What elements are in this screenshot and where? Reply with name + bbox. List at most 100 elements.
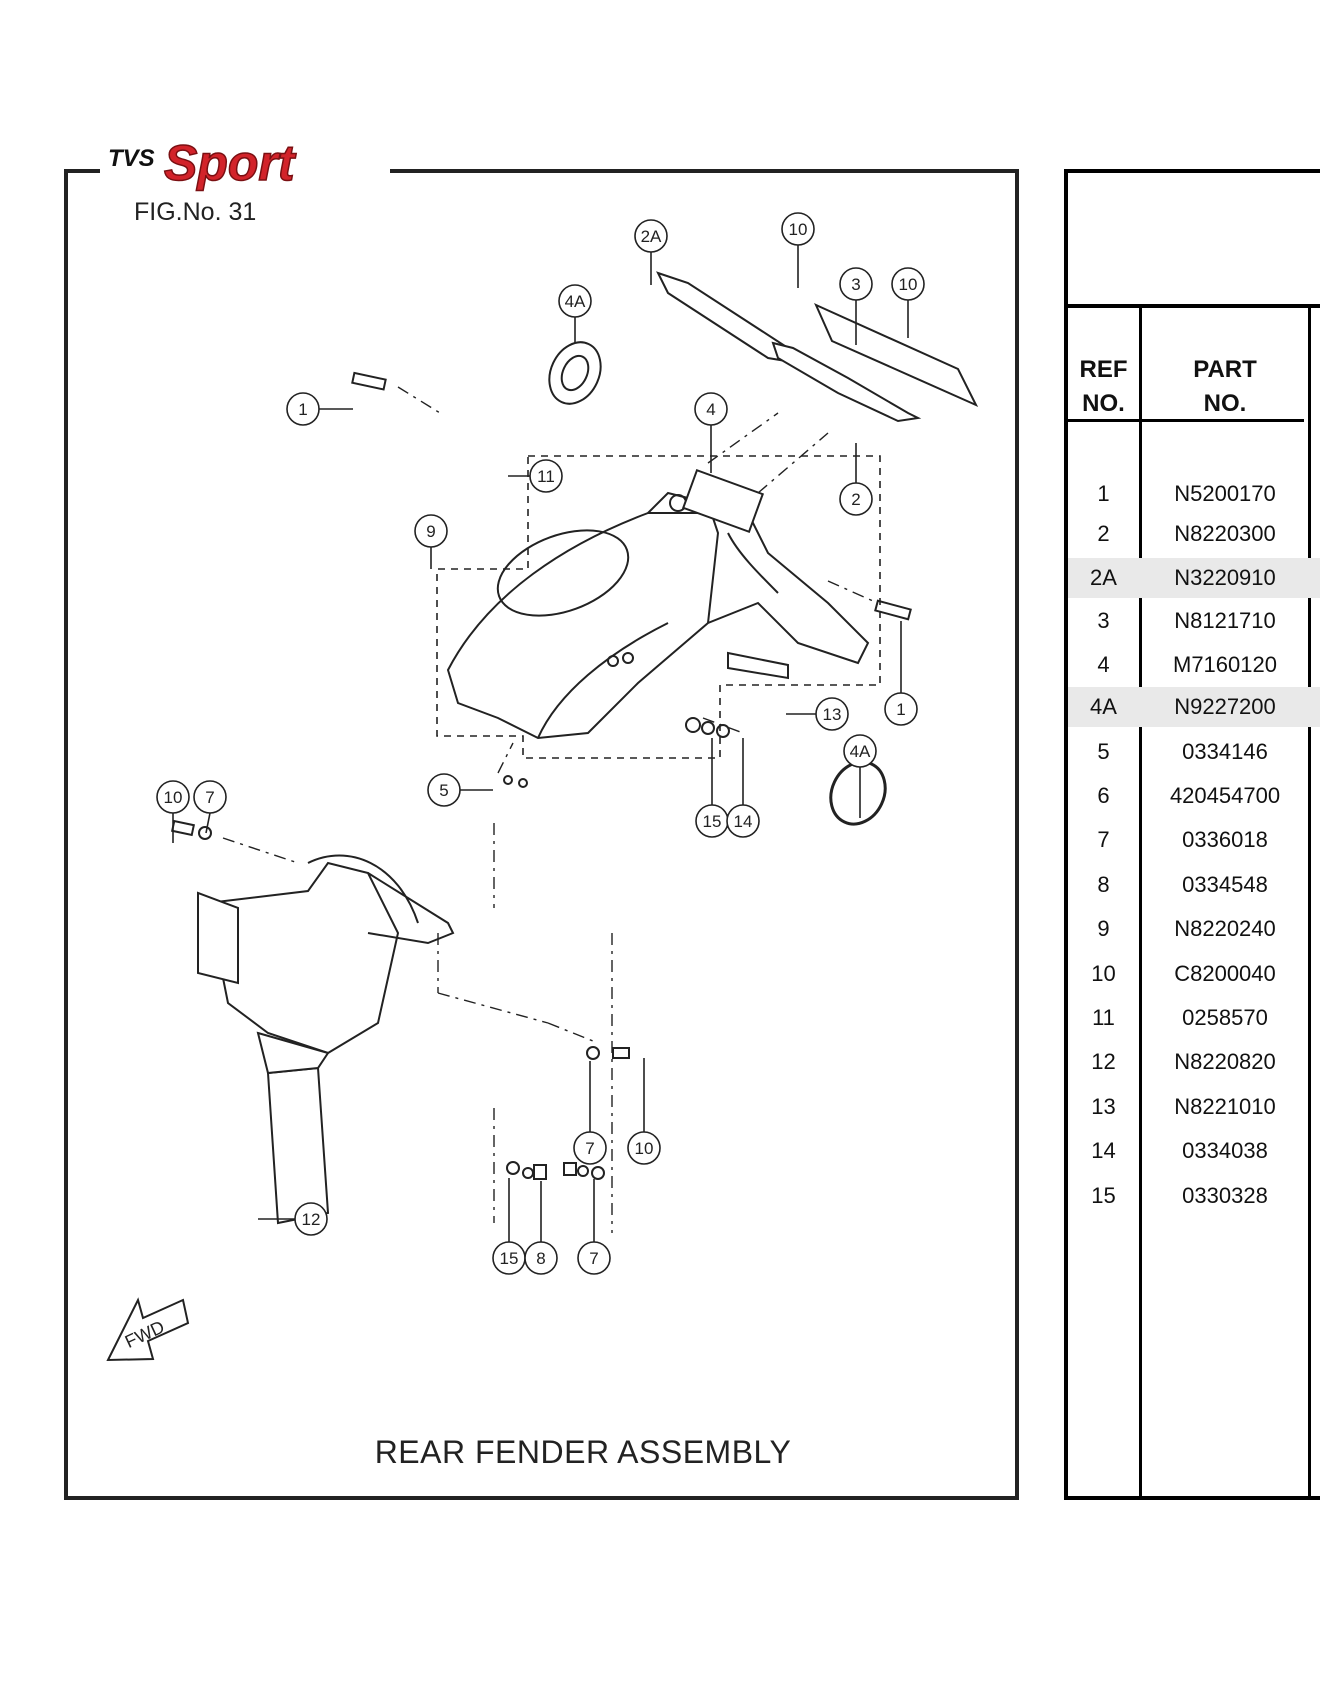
svg-text:2: 2 [851,490,860,509]
table-row: 8 0334548 [1068,865,1320,905]
column-divider [1308,308,1311,1496]
ref-cell: 4 [1097,652,1110,677]
part-cell: N8121710 [1174,608,1276,633]
svg-text:9: 9 [426,522,435,541]
svg-text:11: 11 [537,467,555,486]
callout-7-left: 7 [193,780,227,834]
callout-7-mid: 7 [573,1061,607,1165]
callouts: 2A 10 3 10 4A 1 4 [156,212,925,1275]
table-row: 14 0334038 [1068,1131,1320,1171]
callout-10-left: 10 [156,780,190,843]
part-cell: 0334146 [1182,739,1268,764]
callout-5: 5 [427,773,493,807]
part-cell: 0330328 [1182,1183,1268,1208]
table-row: 6 420454700 [1068,776,1320,816]
svg-text:4: 4 [706,400,715,419]
grommet-4a-top [548,341,602,405]
callout-2: 2 [839,443,873,516]
bolt-1-left [351,371,441,414]
ref-cell: 2A [1090,565,1117,590]
svg-text:14: 14 [734,812,753,831]
table-row: 7 0336018 [1068,820,1320,860]
callout-3: 3 [839,267,873,345]
svg-text:1: 1 [298,400,307,419]
callout-13: 13 [786,697,849,731]
grommet-4a-right [829,760,887,826]
fender-group-box [436,455,881,759]
svg-text:10: 10 [789,220,808,239]
table-row: 11 0258570 [1068,998,1320,1038]
svg-text:15: 15 [500,1249,519,1268]
svg-text:2A: 2A [641,227,662,246]
part-cell: N9227200 [1174,694,1276,719]
part-cell: 0258570 [1182,1005,1268,1030]
fwd-arrow-icon: FWD [106,1297,190,1362]
bracket-13 [727,651,789,680]
ref-header-line1: REF [1079,356,1128,383]
part-cell: N8220300 [1174,521,1276,546]
callout-12: 12 [258,1202,328,1236]
part-cell: 0334038 [1182,1138,1268,1163]
part-cell: N8221010 [1174,1094,1276,1119]
callout-10-top: 10 [781,212,815,288]
ref-cell: 2 [1097,521,1110,546]
ref-cell: 15 [1091,1183,1116,1208]
rear-fender [446,491,870,740]
table-row: 2 N8220300 [1068,514,1320,554]
callout-4a-top: 4A [558,284,592,343]
svg-text:10: 10 [635,1139,654,1158]
part-cell: 420454700 [1169,783,1281,808]
logo-brand-name: Sport [164,135,297,191]
ref-cell: 6 [1097,783,1110,808]
ref-cell: 14 [1091,1138,1116,1163]
hardware-bottom [503,652,730,1180]
table-row: 1 N5200170 [1068,474,1320,514]
table-row: 2A N3220910 [1068,558,1320,598]
inner-fender [197,854,455,1225]
callout-4: 4 [694,392,728,473]
callout-7-bottom: 7 [577,1179,611,1275]
logo-graphic: TVS Sport [108,134,298,192]
callout-2a: 2A [634,219,668,285]
part-cell: N8220240 [1174,916,1276,941]
svg-text:5: 5 [439,781,448,800]
figure-frame [64,169,1019,1500]
callout-15-top: 15 [695,738,729,838]
column-divider [1139,308,1142,1496]
table-row: 15 0330328 [1068,1176,1320,1216]
table-header-blank [1068,173,1320,308]
svg-text:7: 7 [585,1139,594,1158]
ref-cell: 1 [1097,481,1110,506]
callout-10-right: 10 [891,267,925,338]
svg-text:4A: 4A [565,292,586,311]
part-cell: 0336018 [1182,827,1268,852]
tvs-sport-logo: TVS Sport [100,132,390,192]
part-cell: 0334548 [1182,872,1268,897]
ref-cell: 7 [1097,827,1110,852]
figure-title: REAR FENDER ASSEMBLY [374,1434,792,1470]
part-cell: M7160120 [1173,652,1277,677]
svg-text:1: 1 [896,700,905,719]
ref-cell: 11 [1092,1005,1115,1030]
svg-text:12: 12 [302,1210,321,1229]
svg-text:15: 15 [703,812,722,831]
bolt-1-right [827,580,912,621]
callout-1-left: 1 [286,392,353,426]
header-rule [1068,419,1304,422]
assembly-guides [437,412,829,1233]
callout-11: 11 [508,459,563,493]
ref-cell: 8 [1097,872,1110,897]
callout-1-right: 1 [884,621,918,726]
part-cell: N8220820 [1174,1049,1276,1074]
table-row: 4 M7160120 [1068,645,1320,685]
ref-header-line2: NO. [1082,390,1125,417]
part-cell: N5200170 [1174,481,1276,506]
callout-9: 9 [414,514,448,569]
part-cell: N3220910 [1174,565,1276,590]
callout-8: 8 [524,1181,558,1275]
